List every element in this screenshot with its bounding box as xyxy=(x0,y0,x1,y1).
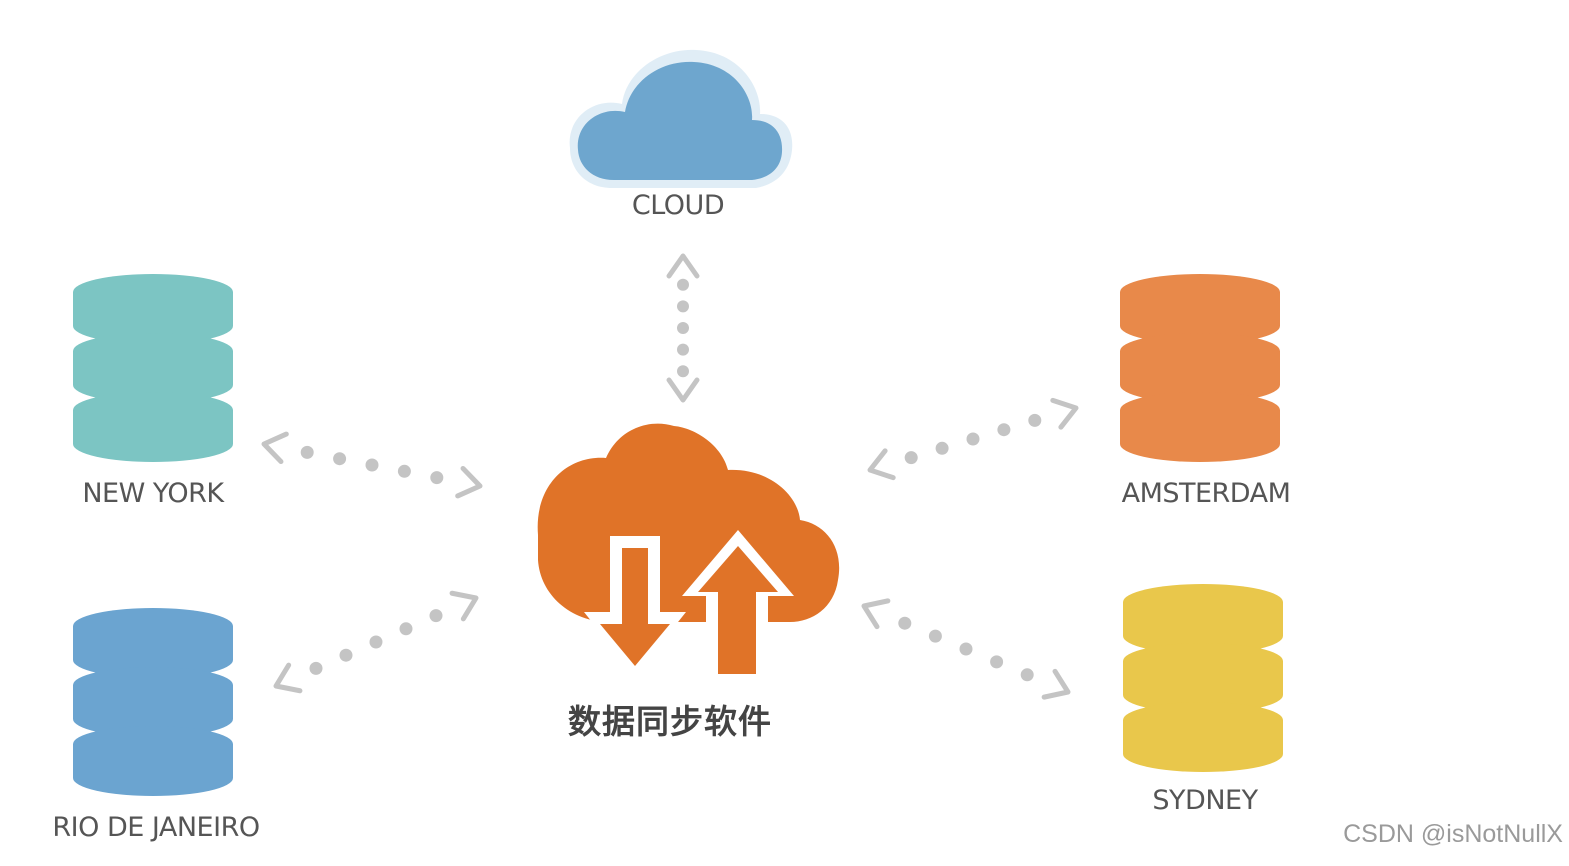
connector-cloud xyxy=(677,278,689,378)
connector-dot xyxy=(677,365,689,378)
arrowhead-icon xyxy=(1050,397,1079,430)
database-segment xyxy=(73,274,233,344)
connector-dot xyxy=(677,300,689,313)
connector-sydney xyxy=(898,616,1034,682)
connector-dot xyxy=(959,642,973,656)
connector-new-york xyxy=(300,445,444,485)
database-icon xyxy=(1123,584,1283,772)
arrowhead-icon xyxy=(666,253,700,279)
connector-dot xyxy=(677,343,689,356)
connector-dot xyxy=(928,629,942,643)
database-segment xyxy=(73,392,233,462)
hub-label: 数据同步软件 xyxy=(568,702,772,741)
database-icon xyxy=(73,608,233,796)
database-segment xyxy=(73,726,233,796)
database-segment xyxy=(73,667,233,737)
database-segment xyxy=(1120,392,1280,462)
arrowhead-icon xyxy=(455,465,483,499)
connector-dot xyxy=(339,648,353,662)
connector-amsterdam xyxy=(904,413,1042,465)
database-icon xyxy=(1120,274,1280,462)
connector-dot xyxy=(397,464,411,478)
database-segment xyxy=(1123,584,1283,654)
arrowhead-icon xyxy=(273,662,303,694)
rio-de-janeiro-label: RIO DE JANEIRO xyxy=(52,812,260,843)
connector-dot xyxy=(369,635,383,649)
connector-dot xyxy=(997,423,1011,437)
connector-dot xyxy=(430,471,444,485)
connector-dot xyxy=(677,322,689,334)
arrowhead-icon xyxy=(861,598,891,630)
cloud-sync-icon xyxy=(537,423,840,682)
arrowhead-icon xyxy=(666,377,700,403)
arrowhead-icon xyxy=(867,448,896,481)
download-arrow-icon xyxy=(584,536,686,676)
upload-arrow-icon xyxy=(682,530,794,682)
database-segment xyxy=(1123,702,1283,772)
connector-dot xyxy=(309,661,323,675)
connector-dot xyxy=(300,445,314,459)
connector-dot xyxy=(333,452,347,466)
connector-dot xyxy=(429,609,443,623)
connector-rio xyxy=(309,609,443,675)
database-segment xyxy=(1120,333,1280,403)
watermark: CSDN @isNotNullX xyxy=(1343,820,1563,848)
connector-dot xyxy=(990,655,1004,669)
amsterdam-label: AMSTERDAM xyxy=(1121,478,1291,509)
sydney-label: SYDNEY xyxy=(1152,785,1258,816)
arrowhead-icon xyxy=(449,590,479,622)
connectors xyxy=(261,253,1079,700)
connector-dot xyxy=(399,622,413,636)
database-segment xyxy=(73,608,233,678)
database-segment xyxy=(1123,643,1283,713)
connector-dot xyxy=(1028,413,1042,427)
cloud-label: CLOUD xyxy=(631,190,725,221)
cloud-icon xyxy=(569,49,793,188)
connector-dot xyxy=(1020,668,1034,682)
new-york-label: NEW YORK xyxy=(82,478,224,509)
connector-dot xyxy=(677,278,689,291)
connector-dot xyxy=(966,432,980,446)
connector-dot xyxy=(365,458,379,472)
connector-dot xyxy=(898,616,912,630)
arrowhead-icon xyxy=(1041,668,1071,700)
connector-dot xyxy=(935,441,949,455)
database-segment xyxy=(73,333,233,403)
database-segment xyxy=(1120,274,1280,344)
database-icon xyxy=(73,274,233,462)
arrowhead-icon xyxy=(261,431,289,465)
connector-dot xyxy=(904,451,918,465)
